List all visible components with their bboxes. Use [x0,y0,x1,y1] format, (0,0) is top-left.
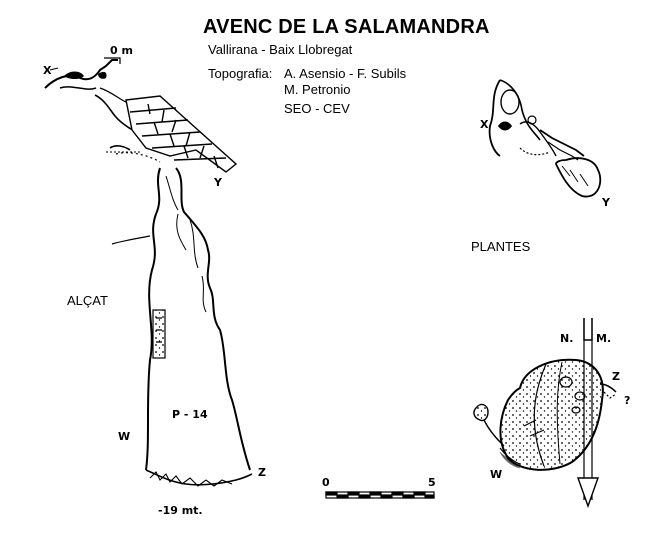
top-depth-label: 0 m [110,44,133,57]
north-magnetic-label: N. [560,332,573,345]
lower-plan-point-z: Z [612,370,620,383]
club-text: SEO - CEV [284,101,350,116]
brick-wall [125,95,238,173]
survey-title: AVENC DE LA SALAMANDRA [203,16,490,38]
pit-label: P - 14 [172,408,208,421]
survey-label: Topografia: [208,66,273,81]
surveyors-line-2: M. Petronio [284,82,351,97]
plans-section-label: PLANTES [471,239,531,254]
elevation-section-label: ALÇAT [67,293,108,308]
scale-end-label: 5 [428,476,436,489]
lower-chamber [499,358,604,471]
elevation-point-x: X [43,64,52,77]
upper-plan-point-y: Y [601,196,611,209]
lower-plan-point-w: W [490,468,502,481]
elevation-point-w: W [118,430,130,443]
boulder-column [152,309,166,359]
bottom-depth-label: -19 mt. [158,504,203,517]
surveyors-line-1: A. Asensio - F. Subils [284,66,407,81]
scale-start-label: 0 [322,476,330,489]
location-text: Vallirana - Baix Llobregat [208,42,353,57]
upper-plan-point-x: X [480,118,489,131]
elevation-point-z: Z [258,466,266,479]
unknown-continuation-label: ? [624,394,630,407]
north-label: M. [596,332,611,345]
elevation-point-y: Y [213,176,223,189]
